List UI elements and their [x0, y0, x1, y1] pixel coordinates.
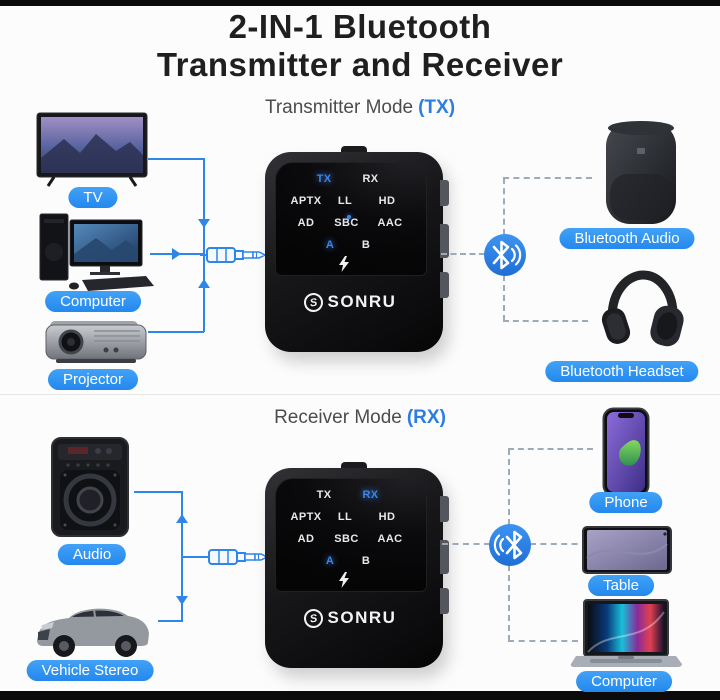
- device-top-button: [341, 146, 367, 156]
- display-hd-indicator: HD: [378, 195, 396, 207]
- display-ll-indicator: LL: [337, 511, 353, 523]
- lightning-icon: [338, 572, 349, 588]
- volume-down-side-button: [440, 588, 449, 614]
- brand-name: SONRU: [327, 292, 397, 311]
- brand-s-ring-icon: S: [302, 291, 324, 313]
- tv-image: [36, 112, 148, 187]
- arrow-icon: [176, 514, 188, 523]
- sbc-active-dot: [347, 215, 352, 219]
- display-a-indicator: A: [325, 239, 335, 251]
- display-aptx-indicator: APTX: [290, 511, 322, 523]
- device-top-button: [341, 462, 367, 472]
- rx-section-heading: Receiver Mode(RX): [0, 407, 720, 429]
- tx-heading-text: Transmitter Mode: [264, 97, 414, 118]
- rx-bt-phone-line: [508, 448, 593, 450]
- top-black-bar: [0, 0, 720, 6]
- lightning-icon: [338, 256, 349, 272]
- bluetooth-adapter-device-rx: TX RX APTX LL HD AD SBC AAC A B S SONRU: [265, 462, 449, 668]
- volume-down-side-button: [440, 272, 449, 298]
- tx-bt-down-line: [503, 275, 505, 321]
- display-hd-indicator: HD: [378, 511, 396, 523]
- rx-junction-line: [181, 556, 205, 558]
- rx-heading-text: Receiver Mode: [274, 407, 402, 428]
- aux-jack-icon: [200, 247, 267, 263]
- device-display: TX RX APTX LL HD AD SBC AAC A B: [275, 478, 427, 592]
- bottom-black-bar: [0, 691, 720, 700]
- display-a-indicator: A: [325, 555, 335, 567]
- portable-speaker-image: [51, 437, 129, 537]
- smartphone-image: [602, 407, 650, 497]
- arrow-icon: [198, 219, 210, 228]
- rx-mode-tag: (RX): [406, 407, 446, 428]
- car-connector-line: [158, 620, 183, 622]
- tx-bt-speaker-line: [503, 177, 592, 179]
- display-tx-indicator: TX: [316, 173, 332, 185]
- projector-image: [45, 321, 147, 363]
- bluetooth-icon: [489, 524, 531, 566]
- display-rx-indicator: RX: [362, 173, 379, 185]
- aux-jack-icon: [202, 549, 269, 565]
- display-rx-indicator: RX: [362, 489, 379, 501]
- bluetooth-icon: [484, 234, 526, 276]
- computer-label: Computer: [45, 291, 141, 312]
- bluetooth-audio-label: Bluetooth Audio: [559, 228, 695, 249]
- laptop-image: [570, 599, 682, 667]
- section-divider: [0, 394, 720, 395]
- device-display: TX RX APTX LL HD AD SBC AAC A B: [275, 162, 427, 276]
- tx-bt-headset-line: [503, 320, 588, 322]
- tv-connector-line: [148, 158, 204, 160]
- display-tx-indicator: TX: [316, 489, 332, 501]
- display-ad-indicator: AD: [297, 217, 315, 229]
- laptop-computer-label: Computer: [576, 671, 672, 692]
- desktop-computer-image: [39, 213, 154, 291]
- rx-bt-down-line: [508, 565, 510, 641]
- display-sbc-indicator: SBC: [334, 217, 359, 229]
- brand-logo: S SONRU: [265, 607, 435, 629]
- multifunction-side-button: [440, 540, 449, 574]
- title-line-2: Transmitter and Receiver: [156, 46, 564, 84]
- multifunction-side-button: [440, 224, 449, 258]
- display-aac-indicator: AAC: [377, 217, 403, 229]
- tv-label: TV: [68, 187, 118, 208]
- brand-logo: S SONRU: [265, 291, 435, 313]
- phone-label: Phone: [589, 492, 663, 513]
- bluetooth-adapter-device-tx: TX RX APTX LL HD AD SBC AAC A B S SONRU: [265, 146, 449, 352]
- display-ad-indicator: AD: [297, 533, 315, 545]
- projector-connector-line: [148, 331, 204, 333]
- arrow-icon: [172, 248, 181, 260]
- tx-bt-up-line: [503, 178, 505, 235]
- rx-bt-laptop-line: [508, 640, 578, 642]
- display-aac-indicator: AAC: [377, 533, 403, 545]
- tx-bracket-line: [203, 158, 205, 332]
- display-sbc-indicator: SBC: [334, 533, 359, 545]
- tablet-label: Table: [588, 575, 654, 596]
- volume-up-side-button: [440, 180, 449, 206]
- audio-label: Audio: [57, 544, 127, 565]
- tx-section-heading: Transmitter Mode(TX): [0, 97, 720, 119]
- projector-label: Projector: [47, 369, 139, 390]
- tx-mode-tag: (TX): [418, 97, 456, 118]
- arrow-icon: [198, 279, 210, 288]
- headphones-image: [601, 270, 684, 347]
- rx-bt-up-line: [508, 449, 510, 525]
- page-title: 2-IN-1 Bluetooth Transmitter and Receive…: [0, 8, 720, 85]
- car-image: [37, 608, 149, 657]
- audio-connector-line: [134, 491, 182, 493]
- tablet-image: [582, 526, 672, 574]
- smart-speaker-image: [606, 121, 676, 224]
- bluetooth-headset-label: Bluetooth Headset: [545, 361, 699, 382]
- volume-up-side-button: [440, 496, 449, 522]
- rx-bt-tablet-line: [530, 543, 588, 545]
- rx-bt-link-line: [442, 543, 490, 545]
- title-line-1: 2-IN-1 Bluetooth: [228, 8, 492, 45]
- brand-name: SONRU: [327, 608, 397, 627]
- display-b-indicator: B: [361, 555, 371, 567]
- display-aptx-indicator: APTX: [290, 195, 322, 207]
- display-ll-indicator: LL: [337, 195, 353, 207]
- tx-bt-link-line: [441, 253, 485, 255]
- brand-s-ring-icon: S: [302, 607, 324, 629]
- vehicle-stereo-label: Vehicle Stereo: [26, 660, 154, 681]
- display-b-indicator: B: [361, 239, 371, 251]
- arrow-icon: [176, 596, 188, 605]
